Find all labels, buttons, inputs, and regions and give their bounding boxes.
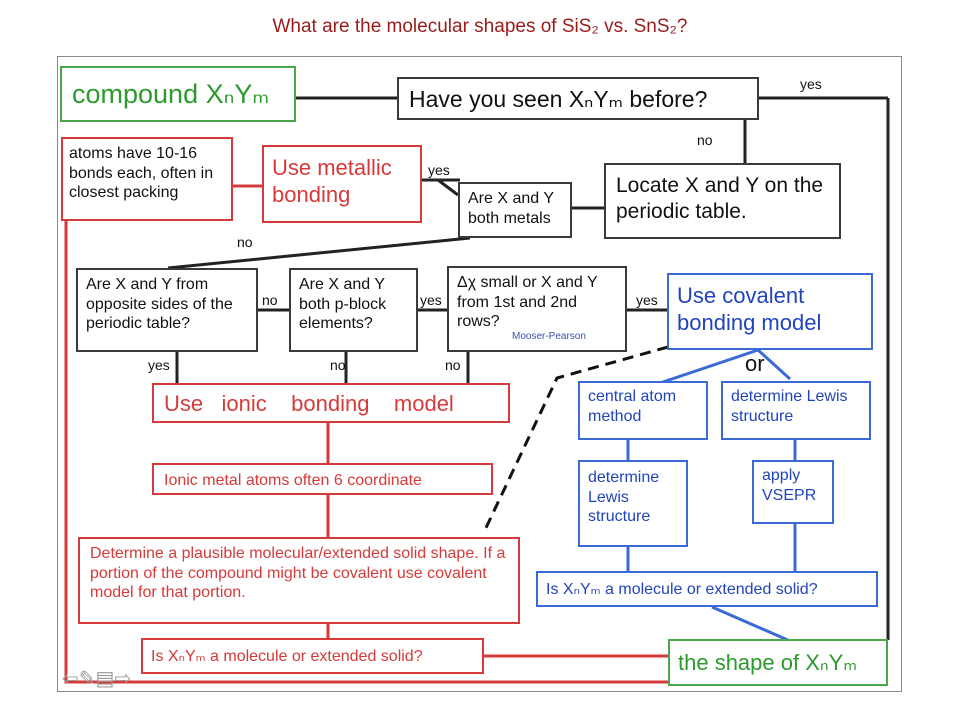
label-no-metals: no bbox=[237, 234, 253, 250]
page-title: What are the molecular shapes of SiS₂ vs… bbox=[272, 16, 688, 37]
vsepr-box: apply VSEPR bbox=[752, 460, 834, 524]
six-coord-box: Ionic metal atoms often 6 coordinate bbox=[152, 463, 493, 495]
metallic-box: Use metallic bonding bbox=[262, 145, 422, 223]
nav-forward-icon[interactable]: ⇨ bbox=[114, 668, 132, 690]
label-no-locate: no bbox=[697, 132, 713, 148]
atoms-bonds-box: atoms have 10-16 bonds each, often in cl… bbox=[61, 137, 233, 221]
p-block-box: Are X and Y both p-block elements? bbox=[289, 268, 418, 352]
both-metals-box: Are X and Y both metals bbox=[458, 182, 572, 238]
opposite-sides-box: Are X and Y from opposite sides of the p… bbox=[76, 268, 258, 352]
label-yes-pblock: yes bbox=[420, 292, 442, 308]
menu-icon[interactable]: ▤ bbox=[95, 668, 115, 690]
slide-nav: ⇦✎▤⇨ bbox=[62, 666, 131, 691]
label-yes-top: yes bbox=[800, 76, 822, 92]
delta-chi-box: Δχ small or X and Y from 1st and 2nd row… bbox=[447, 266, 627, 352]
mol-or-solid-red-box: Is XₙYₘ a molecule or extended solid? bbox=[141, 638, 484, 674]
label-no-pblock: no bbox=[330, 357, 346, 373]
compound-box: compound XₙYₘ bbox=[60, 66, 296, 122]
central-atom-box: central atom method bbox=[578, 381, 708, 440]
mol-or-solid-blue-box: Is XₙYₘ a molecule or extended solid? bbox=[536, 571, 878, 607]
nav-back-icon[interactable]: ⇦ bbox=[62, 668, 79, 690]
label-yes-ionic: yes bbox=[148, 357, 170, 373]
lewis-left-box: determine Lewis structure bbox=[578, 460, 688, 547]
locate-box: Locate X and Y on the periodic table. bbox=[604, 163, 841, 239]
label-mooser-pearson: Mooser-Pearson bbox=[512, 331, 586, 342]
label-or: or bbox=[745, 351, 765, 376]
pen-icon[interactable]: ✎ bbox=[78, 668, 96, 690]
covalent-box: Use covalent bonding model bbox=[667, 273, 873, 350]
lewis-right-box: determine Lewis structure bbox=[721, 381, 871, 440]
label-no-opposite: no bbox=[262, 292, 278, 308]
plausible-box: Determine a plausible molecular/extended… bbox=[78, 537, 520, 624]
ionic-box: Use ionic bonding model bbox=[152, 383, 510, 423]
label-yes-delta: yes bbox=[636, 292, 658, 308]
label-no-delta: no bbox=[445, 357, 461, 373]
label-yes-metallic: yes bbox=[428, 162, 450, 178]
shape-box: the shape of XₙYₘ bbox=[668, 639, 888, 686]
seen-before-box: Have you seen XₙYₘ before? bbox=[397, 77, 759, 120]
